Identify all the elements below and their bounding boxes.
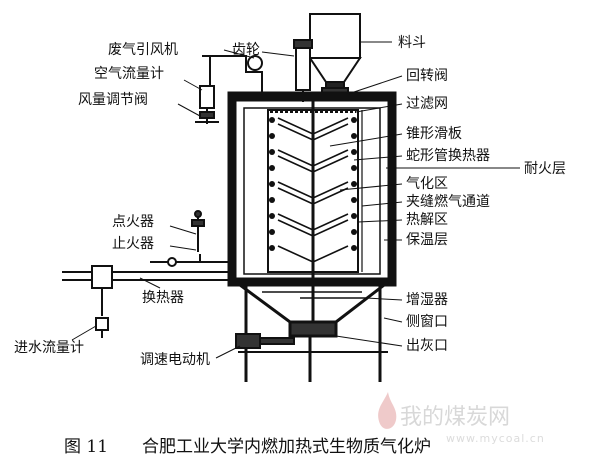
label-air-flowmeter: 空气流量计: [94, 66, 164, 82]
label-gasification: 气化区: [406, 176, 448, 192]
figure-number: 图 11: [64, 437, 108, 457]
leader-lines: [71, 41, 520, 359]
label-hopper: 料斗: [398, 35, 426, 51]
label-water-flowmeter: 进水流量计: [14, 340, 84, 356]
flame-icon: [378, 392, 397, 429]
figure-title: 合肥工业大学内燃加热式生物质气化炉: [142, 437, 431, 457]
exhaust-fan-line: [202, 55, 263, 100]
air-flowmeter: [195, 85, 219, 124]
label-ash-outlet: 出灰口: [406, 338, 448, 354]
label-gap-channel: 夹缝燃气通道: [406, 193, 490, 210]
watermark-text: 我的煤炭网: [400, 405, 510, 430]
serpentine-heat-exchanger: [269, 117, 357, 251]
label-refractory: 耐火层: [524, 161, 566, 177]
label-pyrolysis: 热解区: [406, 212, 448, 228]
label-exhaust-fan: 废气引风机: [108, 42, 178, 58]
label-motor: 调速电动机: [140, 352, 210, 368]
label-gear: 齿轮: [232, 42, 260, 58]
label-filter: 过滤网: [406, 96, 448, 112]
label-side-window: 侧窗口: [406, 313, 448, 330]
motor: [235, 333, 295, 349]
watermark: 我的煤炭网 www.mycoal.cn: [378, 392, 545, 445]
label-cone-plate: 锥形滑板: [406, 125, 462, 142]
label-insulation: 保温层: [406, 232, 448, 248]
ash-cone: [235, 280, 389, 338]
label-humidifier: 增湿器: [406, 292, 448, 308]
label-igniter: 点火器: [112, 214, 154, 230]
label-extinguisher: 止火器: [112, 236, 154, 252]
label-heat-exchanger: 换热器: [142, 289, 184, 306]
label-serpentine-hx: 蛇形管换热器: [406, 147, 490, 164]
watermark-url: www.mycoal.cn: [446, 432, 545, 445]
heat-exchanger: [62, 254, 236, 338]
label-air-valve: 风量调节阀: [78, 92, 148, 108]
label-rotary-valve: 回转阀: [406, 68, 448, 84]
igniter: [191, 210, 205, 252]
hopper: [308, 13, 362, 91]
